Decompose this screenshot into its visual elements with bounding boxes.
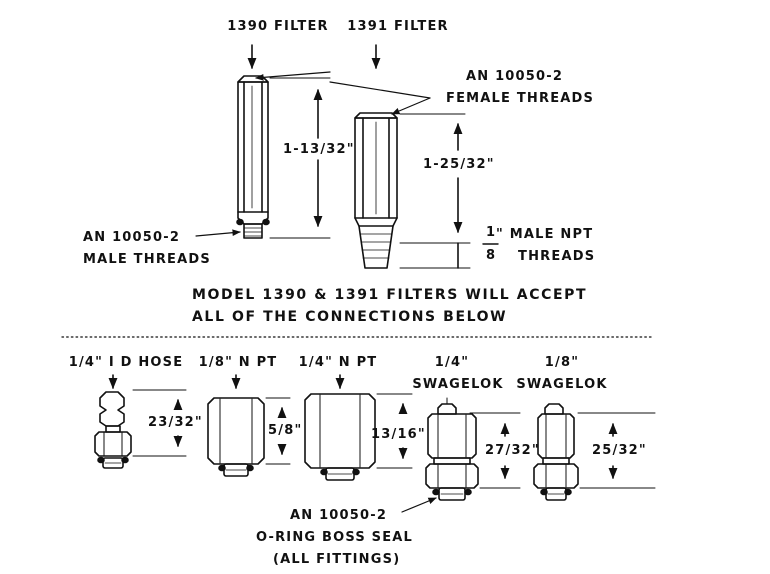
caption-line-2: ALL OF THE CONNECTIONS BELOW <box>192 309 508 325</box>
seal-note-label: O-RING BOSS SEAL <box>256 530 414 545</box>
npt-spec: " MALE NPT <box>496 227 594 242</box>
fitting-1-4-swagelok-name: SWAGELOK <box>412 377 504 392</box>
fitting-1-4-swagelok-dimension: 27/32" <box>485 443 540 458</box>
filter-1391-body <box>354 44 398 269</box>
female-threads-spec: AN 10050-2 <box>466 69 564 84</box>
oring-leader <box>401 497 437 513</box>
caption-line-1: MODEL 1390 & 1391 FILTERS WILL ACCEPT <box>192 287 588 303</box>
fitting-hose-name: 1/4" I D HOSE <box>68 355 184 370</box>
fitting-1-8-swagelok-dimension: 25/32" <box>592 443 647 458</box>
fitting-hose-dimension: 23/32" <box>148 415 203 430</box>
male-threads-spec: AN 10050-2 <box>83 230 181 245</box>
seal-note-scope: (ALL FITTINGS) <box>273 552 401 567</box>
female-threads-leaders <box>255 71 431 115</box>
filter-1391-length: 1-25/32" <box>423 157 495 172</box>
npt-threads-label: THREADS <box>518 249 596 264</box>
npt-fraction-numerator: 1 <box>486 225 497 240</box>
fitting-1-4-swagelok <box>425 397 521 501</box>
fitting-1-4-npt-dimension: 13/16" <box>371 427 426 442</box>
fitting-1-4-npt <box>304 374 413 481</box>
fitting-hose-barb <box>94 374 187 469</box>
fitting-1-4-npt-name: 1/4" N PT <box>298 355 378 370</box>
filter-1390-length: 1-13/32" <box>283 142 355 157</box>
fitting-1-4-swagelok-size: 1/4" <box>434 355 470 370</box>
filter-1390-dimension <box>269 77 331 239</box>
female-threads-label: FEMALE THREADS <box>446 91 595 106</box>
fitting-1-8-swagelok-size: 1/8" <box>544 355 580 370</box>
fitting-1-8-npt-name: 1/8" N PT <box>198 355 278 370</box>
fitting-1-8-swagelok-name: SWAGELOK <box>516 377 608 392</box>
fitting-1-8-npt-dimension: 5/8" <box>268 423 303 438</box>
fitting-1-8-swagelok <box>533 403 656 501</box>
fitting-1-8-npt <box>207 374 291 477</box>
npt-fraction-denominator: 8 <box>486 248 497 263</box>
male-threads-leader <box>195 229 241 237</box>
filter-1390-body <box>236 44 270 239</box>
seal-note-spec: AN 10050-2 <box>290 508 388 523</box>
male-threads-label: MALE THREADS <box>83 252 211 267</box>
filter-1391-dimension <box>399 113 471 269</box>
filter-1390-label: 1390 FILTER <box>227 19 329 34</box>
filter-1391-label: 1391 FILTER <box>347 19 449 34</box>
